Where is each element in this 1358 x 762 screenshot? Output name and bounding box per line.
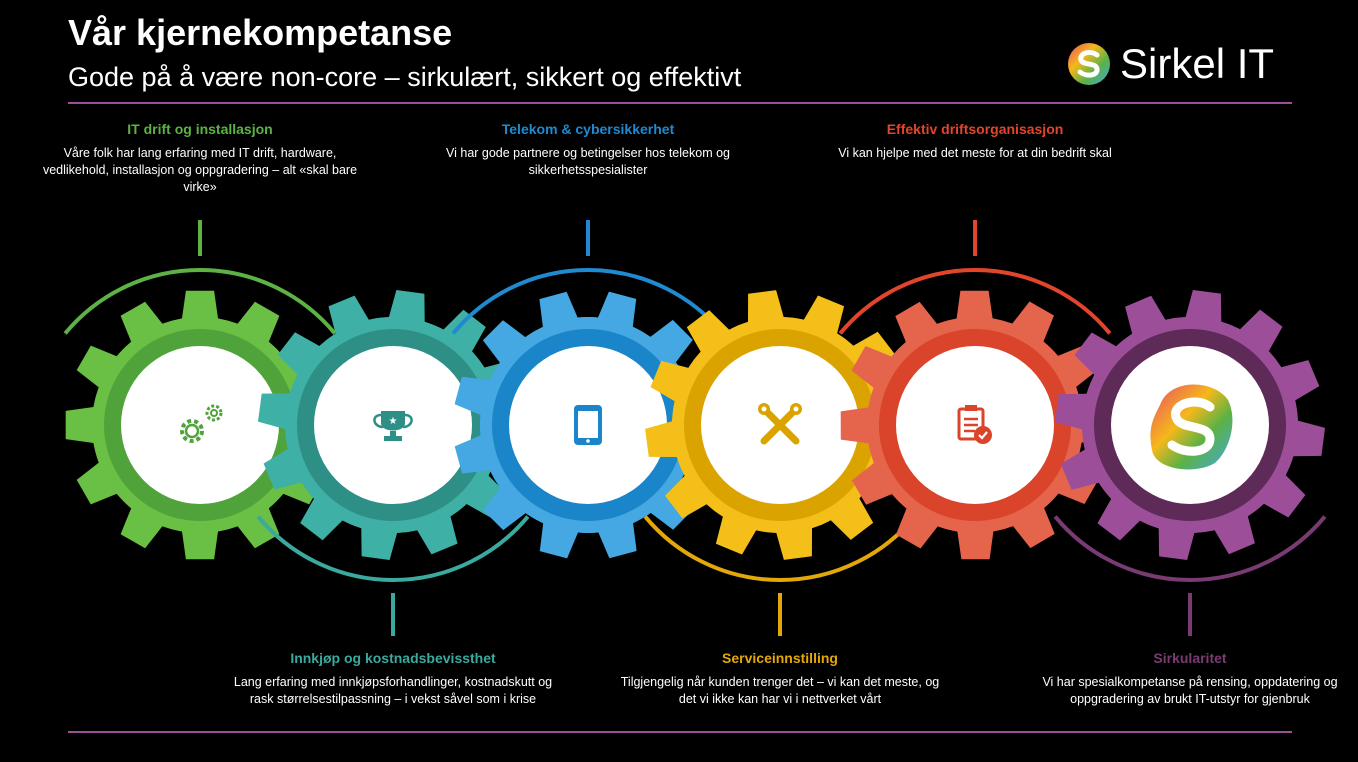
gear-6 <box>1055 290 1325 560</box>
competence-block-3: Telekom & cybersikkerhet Vi har gode part… <box>428 121 748 179</box>
gear-1 <box>65 290 335 560</box>
competence-description: Lang erfaring med innkjøpsforhandlinger,… <box>233 675 553 706</box>
competence-description: Vi har gode partnere og betingelser hos … <box>446 146 730 177</box>
connector-6 <box>1053 515 1327 636</box>
connector-2 <box>256 515 530 636</box>
competence-description: Våre folk har lang erfaring med IT drift… <box>42 146 358 194</box>
connector-1 <box>63 220 337 335</box>
gear-2: ★ <box>258 290 528 560</box>
clipboard-check-icon <box>957 405 992 444</box>
top-divider <box>68 102 1292 104</box>
competence-title: Effektiv driftsorganisasjon <box>886 121 1064 137</box>
competence-block-5: Effektiv driftsorganisasjon Vi kan hjelpe… <box>815 121 1135 162</box>
bottom-divider <box>68 731 1292 733</box>
competence-title: Serviceinnstilling <box>722 650 838 666</box>
connector-3 <box>451 220 725 335</box>
gear-4 <box>645 290 915 560</box>
connector-5 <box>838 220 1112 335</box>
company-logo: Sirkel IT <box>1066 40 1274 88</box>
sirkel-logo-icon <box>1150 384 1233 470</box>
trophy-icon: ★ <box>373 411 413 441</box>
competence-title: Sirkularitet <box>1153 650 1227 666</box>
competence-title: Innkjøp og kostnadsbevissthet <box>290 650 496 666</box>
competence-description: Tilgjengelig når kunden trenger det – vi… <box>620 675 940 706</box>
logo-text: Sirkel IT <box>1120 40 1275 87</box>
competence-title: IT drift og installasjon <box>127 121 273 137</box>
tablet-icon <box>574 405 602 445</box>
competence-description: Vi har spesialkompetanse på rensing, opp… <box>1042 675 1338 706</box>
competence-title: Telekom & cybersikkerhet <box>501 121 675 137</box>
page-subtitle: Gode på å være non-core – sirkulært, sik… <box>68 62 742 92</box>
gears-icon <box>180 404 223 443</box>
competence-description: Vi kan hjelpe med det meste for at din b… <box>838 146 1112 160</box>
competence-block-6: Sirkularitet Vi har spesialkompetanse på … <box>1030 650 1350 708</box>
gear-5 <box>840 290 1110 560</box>
gear-3 <box>454 291 722 559</box>
connector-4 <box>643 515 917 636</box>
svg-text:★: ★ <box>389 416 398 427</box>
tools-icon <box>758 403 802 445</box>
page-title: Vår kjernekompetanse <box>68 12 453 53</box>
sirkel-logo-icon <box>1068 43 1110 85</box>
